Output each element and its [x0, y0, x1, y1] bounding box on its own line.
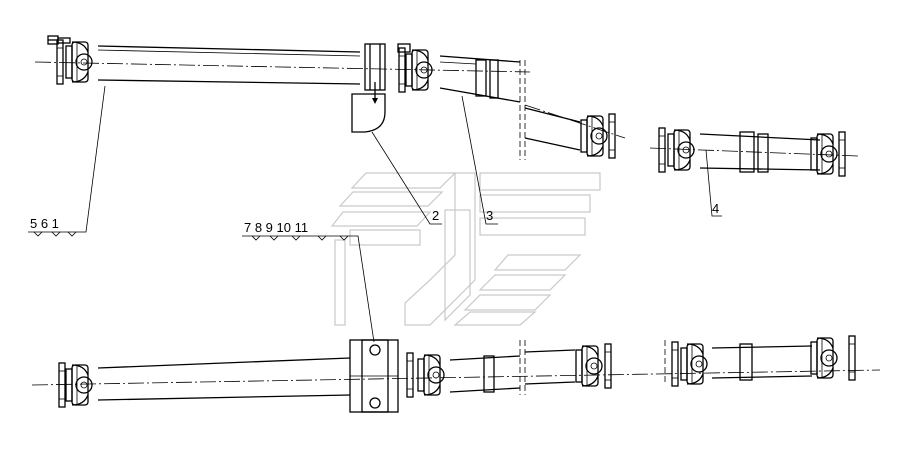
callout-part-4: 4 [712, 201, 719, 216]
callout-part-3: 3 [486, 208, 493, 223]
top-shaft-assembly [34, 35, 626, 160]
watermark-logo [330, 172, 601, 326]
bottom-shaft-assembly [31, 335, 881, 413]
callout-part-2: 2 [432, 208, 439, 223]
leader-lines [28, 85, 722, 343]
callout-group-a: 5 6 1 [30, 216, 59, 231]
callout-group-b: 7 8 9 10 11 [244, 220, 308, 235]
right-shaft-assembly [649, 127, 859, 177]
